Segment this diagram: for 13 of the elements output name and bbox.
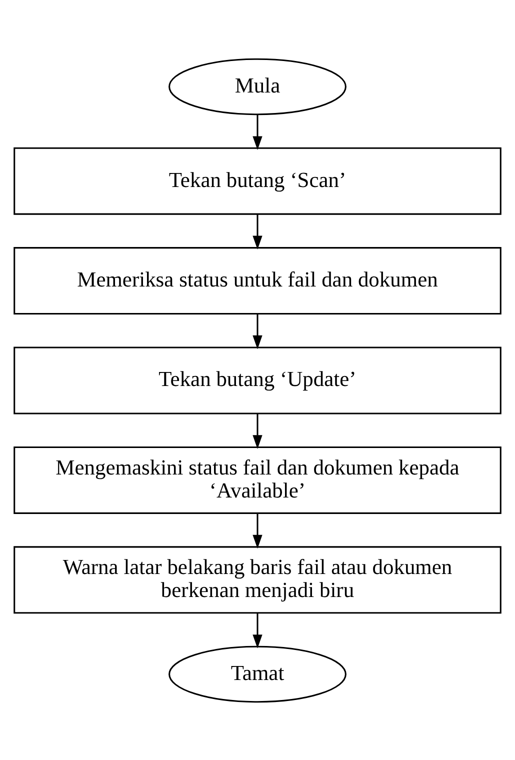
node-box: Memeriksa status untuk fail dan dokumen [14,246,502,314]
arrow [252,512,262,548]
arrow [252,114,262,150]
arrow [252,313,262,349]
node-box: Tekan butang ‘Update’ [14,346,502,414]
node-ellipse: Mula [168,58,346,115]
arrow [252,612,262,648]
node-box: Warna latar belakang baris fail atau dokumen berkenan menjadi biru [14,546,502,614]
arrow [252,413,262,448]
node-ellipse: Tamat [168,645,346,702]
node-box: Mengemaskini status fail dan dokumen kepada ‘Available’ [14,446,502,514]
node-box: Tekan butang ‘Scan’ [14,146,502,214]
arrow [252,214,262,250]
